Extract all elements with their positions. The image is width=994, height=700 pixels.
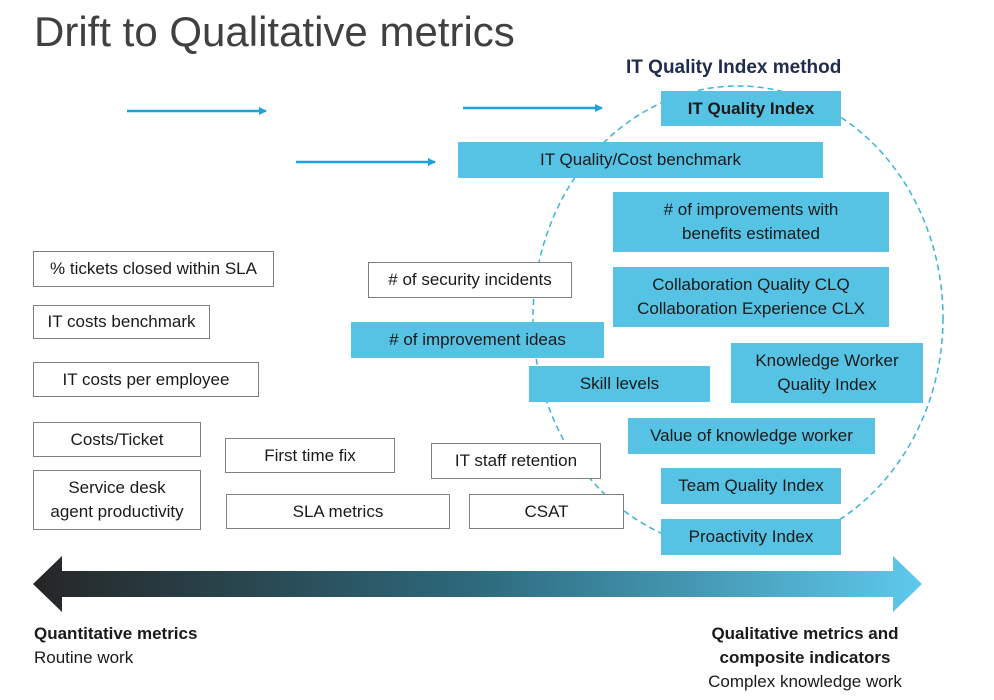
axis-left-title: Quantitative metrics: [34, 624, 198, 643]
sla-metrics-box: SLA metrics: [226, 494, 450, 529]
skill-levels-box: Skill levels: [529, 366, 710, 402]
axis-right-label: Qualitative metrics and composite indica…: [680, 622, 930, 694]
it-staff-retention-box: IT staff retention: [431, 443, 601, 479]
value-knowledge-worker-box: Value of knowledge worker: [628, 418, 875, 454]
service-desk-productivity-box: Service desk agent productivity: [33, 470, 201, 530]
axis-right-title-line1: Qualitative metrics and: [711, 624, 899, 643]
axis-right-title-line2: composite indicators: [719, 648, 891, 667]
quantitative-qualitative-axis-arrow: [33, 556, 922, 612]
it-costs-per-employee-box: IT costs per employee: [33, 362, 259, 397]
collaboration-quality-box: Collaboration Quality CLQ Collaboration …: [613, 267, 889, 327]
axis-left-label: Quantitative metrics Routine work: [34, 622, 197, 670]
costs-ticket-box: Costs/Ticket: [33, 422, 201, 457]
improvements-benefits-box: # of improvements with benefits estimate…: [613, 192, 889, 252]
axis-right-subtitle: Complex knowledge work: [708, 672, 902, 691]
sla-tickets-box: % tickets closed within SLA: [33, 251, 274, 287]
it-costs-benchmark-box: IT costs benchmark: [33, 305, 210, 339]
it-quality-cost-benchmark-box: IT Quality/Cost benchmark: [458, 142, 823, 178]
proactivity-index-box: Proactivity Index: [661, 519, 841, 555]
security-incidents-box: # of security incidents: [368, 262, 572, 298]
first-time-fix-box: First time fix: [225, 438, 395, 473]
team-quality-index-box: Team Quality Index: [661, 468, 841, 504]
it-quality-index-box: IT Quality Index: [661, 91, 841, 126]
page-title: Drift to Qualitative metrics: [34, 8, 515, 55]
knowledge-worker-quality-box: Knowledge Worker Quality Index: [731, 343, 923, 403]
axis-left-subtitle: Routine work: [34, 648, 134, 667]
csat-box: CSAT: [469, 494, 624, 529]
improvement-ideas-box: # of improvement ideas: [351, 322, 604, 358]
method-title: IT Quality Index method: [626, 57, 842, 78]
